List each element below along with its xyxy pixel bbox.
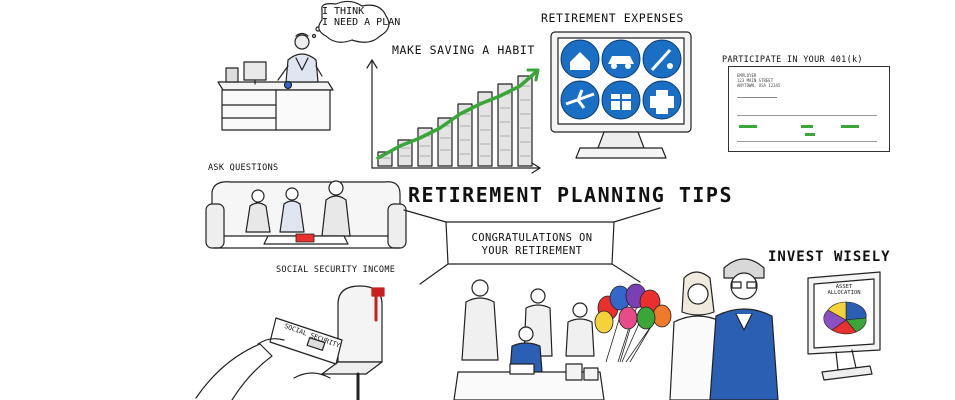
- doc-rule: [737, 141, 877, 142]
- balloons-illustration: [594, 283, 672, 363]
- golf-icon: [642, 39, 682, 79]
- mailbox-illustration: [195, 285, 385, 400]
- label-make-saving-habit: MAKE SAVING A HABIT: [392, 43, 535, 57]
- asset-allocation-title: ASSET ALLOCATION: [827, 284, 861, 296]
- doc-address-1: 123 MAIN STREET: [737, 78, 774, 83]
- doc-rule: [737, 115, 877, 116]
- house-icon: [560, 39, 600, 79]
- car-icon: [601, 39, 641, 79]
- label-ask-questions: ASK QUESTIONS: [208, 163, 279, 173]
- thought-line-1: I THINK: [322, 6, 365, 17]
- label-invest-wisely: INVEST WISELY: [768, 249, 891, 265]
- congratulations-banner: [403, 207, 661, 285]
- thought-line-2: I NEED A PLAN: [322, 17, 401, 28]
- retirement-party-illustration: [453, 279, 605, 400]
- ask-questions-illustration: [205, 180, 407, 249]
- doc-address-2: ANYTOWN, USA 12345: [737, 83, 781, 88]
- doc-highlight: [801, 125, 813, 128]
- gift-icon: [601, 80, 641, 120]
- doc-highlight: [739, 125, 757, 128]
- thought-bubble: I THINK I NEED A PLAN: [322, 6, 401, 40]
- banner-line-2: YOUR RETIREMENT: [481, 245, 583, 258]
- banner-line-1: CONGRATULATIONS ON: [471, 232, 593, 244]
- doc-employer: EMPLOYER: [737, 73, 757, 78]
- asset-allocation-pie: [823, 301, 867, 335]
- doc-highlight: [841, 125, 859, 128]
- label-social-security-income: SOCIAL SECURITY INCOME: [276, 265, 396, 275]
- airplane-icon: [560, 80, 600, 120]
- desk-man-illustration: [217, 0, 390, 131]
- investing-couple-illustration: [669, 258, 779, 400]
- banner-text: CONGRATULATIONS ON YOUR RETIREMENT: [452, 232, 612, 258]
- expense-icon-grid: [560, 39, 682, 120]
- doc-rule: [737, 97, 777, 98]
- doc-highlight: [805, 133, 815, 136]
- page-title: RETIREMENT PLANNING TIPS: [408, 183, 733, 207]
- medical-cross-icon: [642, 80, 682, 120]
- saving-growth-chart: [366, 59, 541, 174]
- label-retirement-expenses: RETIREMENT EXPENSES: [541, 11, 684, 25]
- label-participate-401k: PARTICIPATE IN YOUR 401(k): [722, 55, 863, 65]
- 401k-document: EMPLOYER 123 MAIN STREET ANYTOWN, USA 12…: [728, 66, 890, 152]
